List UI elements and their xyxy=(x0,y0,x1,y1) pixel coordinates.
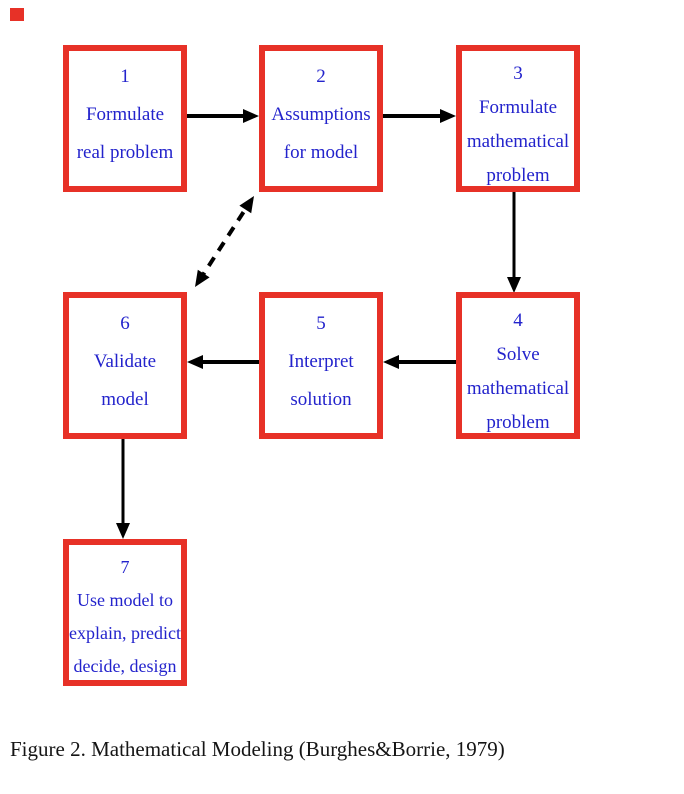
arrow-2-to-3 xyxy=(383,109,456,123)
box-number: 7 xyxy=(120,557,130,577)
figure-caption: Figure 2. Mathematical Modeling (Burghes… xyxy=(10,737,505,761)
dashed-arrow-6-and-2 xyxy=(195,196,254,287)
box-line: explain, predict xyxy=(69,623,181,643)
box-line: mathematical xyxy=(466,131,570,152)
box-line: Formulate xyxy=(478,97,558,118)
box-line: Use model to xyxy=(77,590,173,610)
box-line: Assumptions xyxy=(271,104,371,125)
box-line: Validate xyxy=(93,351,157,372)
box-number: 1 xyxy=(120,66,130,87)
arrow-3-to-4 xyxy=(507,192,521,293)
flow-box-6-validate-model: 6 Validate model xyxy=(63,292,187,439)
box-line: solution xyxy=(290,389,352,410)
box-line: decide, design xyxy=(73,656,177,676)
box-line: Solve xyxy=(496,344,540,365)
flow-box-3-formulate-mathematical-problem: 3 Formulate mathematical problem xyxy=(456,45,580,192)
flow-box-4-solve-mathematical-problem: 4 Solve mathematical problem xyxy=(456,292,580,439)
flow-box-1-formulate-real-problem: 1 Formulate real problem xyxy=(63,45,187,192)
box-line: mathematical xyxy=(466,378,570,399)
box-number: 2 xyxy=(316,66,326,87)
arrow-1-to-2 xyxy=(187,109,259,123)
box-number: 4 xyxy=(513,310,523,331)
red-corner-artifact xyxy=(10,8,24,21)
box-line: problem xyxy=(486,412,550,433)
flow-box-5-interpret-solution: 5 Interpret solution xyxy=(259,292,383,439)
flow-box-7-use-model: 7 Use model to explain, predict decide, … xyxy=(63,539,187,686)
arrow-4-to-5 xyxy=(383,355,456,369)
box-number: 6 xyxy=(120,313,130,334)
box-number: 5 xyxy=(316,313,326,334)
flow-box-2-assumptions-for-model: 2 Assumptions for model xyxy=(259,45,383,192)
arrow-5-to-6 xyxy=(187,355,259,369)
arrow-6-to-7 xyxy=(116,439,130,539)
box-line: for model xyxy=(283,142,359,163)
box-line: Interpret xyxy=(288,351,354,372)
box-line: problem xyxy=(486,165,550,186)
box-line: real problem xyxy=(76,142,174,163)
box-line: model xyxy=(101,389,149,410)
box-number: 3 xyxy=(513,63,523,84)
box-line: Formulate xyxy=(85,104,165,125)
